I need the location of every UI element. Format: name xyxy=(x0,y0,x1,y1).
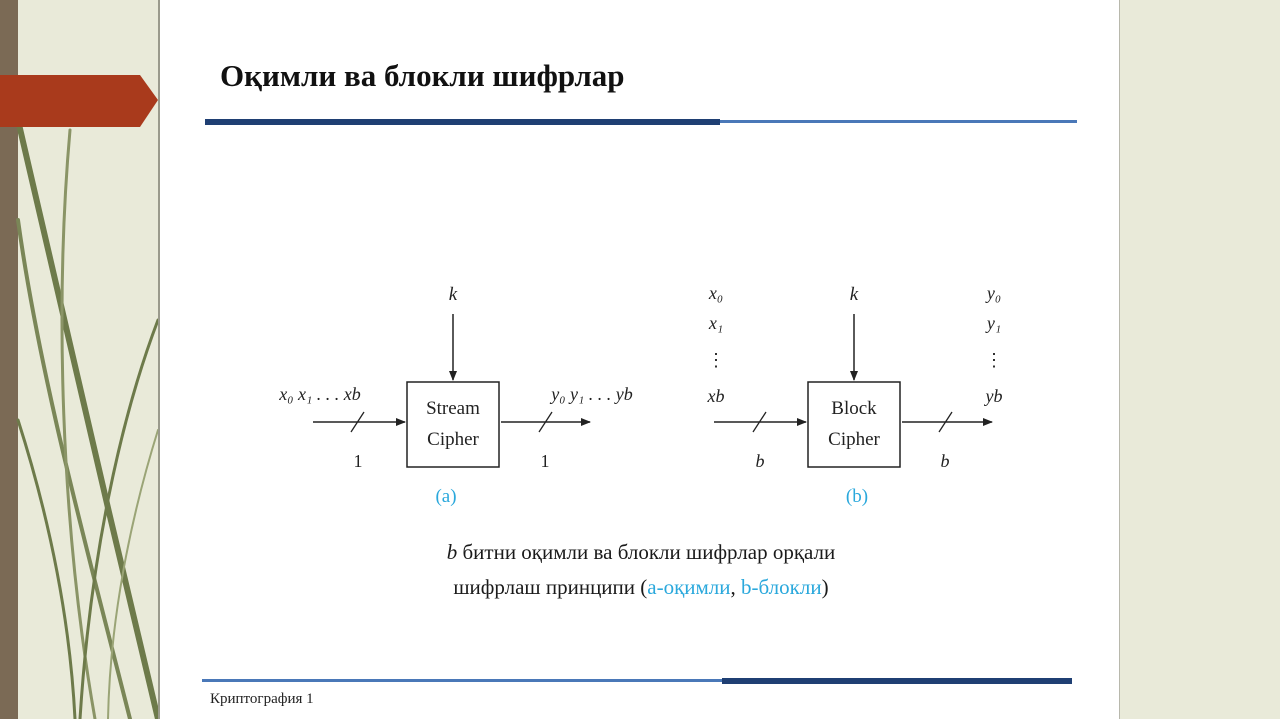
stream-cipher-diagram: Stream Cipher k x₀ x₁ . . . xb 1 y₀ y₁ .… xyxy=(278,284,632,507)
stream-input-slash xyxy=(350,411,365,433)
title-rule-light xyxy=(720,120,1077,123)
decorative-background xyxy=(0,0,160,719)
stream-cipher-box xyxy=(406,381,500,468)
caption-b-label: b-блокли xyxy=(741,575,822,599)
block-input-xb: xb xyxy=(707,386,725,406)
block-input-slash xyxy=(752,411,767,433)
stream-output-slash xyxy=(538,411,553,433)
footer-rule-light xyxy=(202,679,722,682)
stream-input-width: 1 xyxy=(354,451,363,471)
caption-line-2: шифрлаш принципи (a-оқимли, b-блокли) xyxy=(160,575,1122,600)
caption-a-label: a-оқимли xyxy=(647,575,731,599)
caption-line-2-end: ) xyxy=(821,575,829,599)
block-cipher-box xyxy=(807,381,901,468)
caption-variable: b xyxy=(446,540,458,564)
block-output-y0: y₀ xyxy=(985,283,1001,303)
block-box-label-2: Cipher xyxy=(828,429,880,450)
caption-line-2-start: шифрлаш принципи ( xyxy=(453,575,648,599)
slide-footer: Криптография 1 xyxy=(210,691,314,707)
grass-stripes xyxy=(15,117,160,719)
slide-content: Оқимли ва блокли шифрлар Stream Cipher k… xyxy=(158,0,1120,719)
block-input-x1: x₁ xyxy=(708,313,723,333)
block-output-yb: yb xyxy=(984,386,1003,406)
stream-box-label-1: Stream xyxy=(426,398,480,419)
stream-output-label: y₀ y₁ . . . yb xyxy=(549,384,632,404)
block-part-label: (b) xyxy=(846,486,868,507)
stream-box-label-2: Cipher xyxy=(427,429,479,450)
stream-part-label: (a) xyxy=(435,486,456,507)
block-output-y1: y₁ xyxy=(985,313,1001,333)
block-key-label: k xyxy=(850,284,859,305)
caption-line-1-text: битни оқимли ва блокли шифрлар орқали xyxy=(457,540,836,564)
cipher-diagram: Stream Cipher k x₀ x₁ . . . xb 1 y₀ y₁ .… xyxy=(278,283,1004,507)
block-output-slash xyxy=(938,411,953,433)
brown-frame-strip xyxy=(0,0,18,719)
red-accent-tab xyxy=(0,75,158,127)
title-rule-dark xyxy=(205,119,720,125)
block-output-width: b xyxy=(941,451,950,471)
stream-output-width: 1 xyxy=(541,451,550,471)
block-cipher-diagram: Block Cipher k x₀ x₁ ⋮ xb y₀ y₁ ⋮ yb b b… xyxy=(707,283,1004,507)
stream-key-label: k xyxy=(449,284,458,305)
stream-input-label: x₀ x₁ . . . xb xyxy=(278,384,360,404)
block-output-dots: ⋮ xyxy=(985,350,1003,370)
slide-title: Оқимли ва блокли шифрлар xyxy=(220,58,625,93)
footer-rule-dark xyxy=(722,678,1072,684)
caption-line-1: b битни оқимли ва блокли шифрлар орқали xyxy=(160,540,1122,565)
block-input-dots: ⋮ xyxy=(707,350,725,370)
block-input-x0: x₀ xyxy=(708,283,723,303)
block-box-label-1: Block xyxy=(831,398,877,419)
caption-separator: , xyxy=(730,575,742,599)
block-input-width: b xyxy=(756,451,765,471)
